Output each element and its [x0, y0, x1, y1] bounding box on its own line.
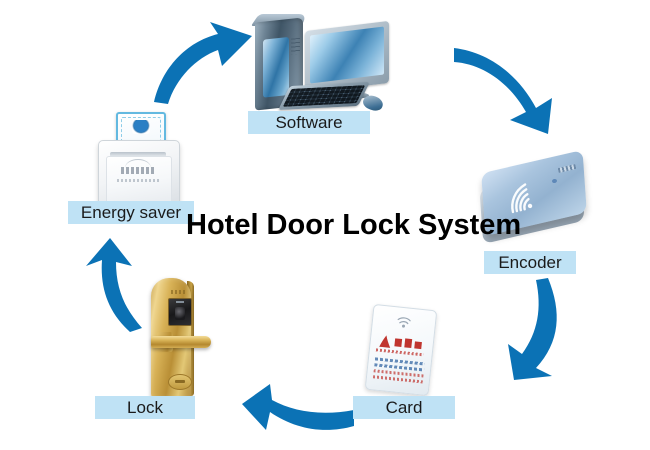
rfid-symbol-icon: [394, 314, 413, 330]
label-card: Card: [353, 396, 455, 419]
key-card-face: [366, 305, 436, 395]
curved-arrow-left-icon: [240, 382, 356, 444]
label-energy-saver: Energy saver: [68, 201, 194, 224]
pc-mouse: [361, 93, 385, 113]
label-encoder: Encoder: [484, 251, 576, 274]
label-lock: Lock: [95, 396, 195, 419]
energy-saver-switch-icon: [88, 112, 192, 210]
curved-arrow-up-right-icon: [152, 20, 258, 104]
lock-keyhole-slot: [175, 380, 185, 383]
curved-arrow-up-icon: [72, 236, 146, 334]
encoder-rfid-waves: [497, 178, 543, 218]
card-brand-logo: [375, 333, 428, 352]
pc-tower-vent: [291, 37, 300, 55]
panel-curve-detail: [125, 159, 151, 168]
pc-screen: [310, 26, 384, 84]
label-software: Software: [248, 111, 370, 134]
curved-arrow-down-right-icon: [452, 34, 560, 134]
panel-subtitle-text: [117, 179, 159, 182]
lock-brand-mark: [171, 290, 187, 294]
pc-keyboard: [278, 81, 370, 111]
key-card-body: [364, 303, 438, 397]
diagram-title: Hotel Door Lock System: [186, 209, 522, 241]
curved-arrow-down-left-icon: [486, 276, 580, 382]
desktop-computer-icon: [243, 4, 393, 116]
key-card-icon: [363, 303, 455, 397]
door-lock-icon: [143, 278, 215, 400]
lock-reader-sensor: [175, 307, 185, 320]
inserted-card-badge: [132, 120, 150, 134]
energy-saver-front-panel: [106, 156, 172, 208]
lock-reader-led: [176, 301, 184, 303]
pc-keyboard-keys: [282, 85, 366, 107]
energy-saver-card-slot: [110, 152, 166, 157]
lock-keyhole: [168, 374, 192, 390]
card-encoder-icon: [478, 149, 594, 250]
lock-card-reader: [168, 298, 192, 326]
card-contact-lines: [372, 357, 425, 386]
lock-lever-handle: [151, 336, 211, 348]
pc-tower-face-panel: [263, 36, 289, 98]
panel-brand-text: [121, 167, 155, 174]
